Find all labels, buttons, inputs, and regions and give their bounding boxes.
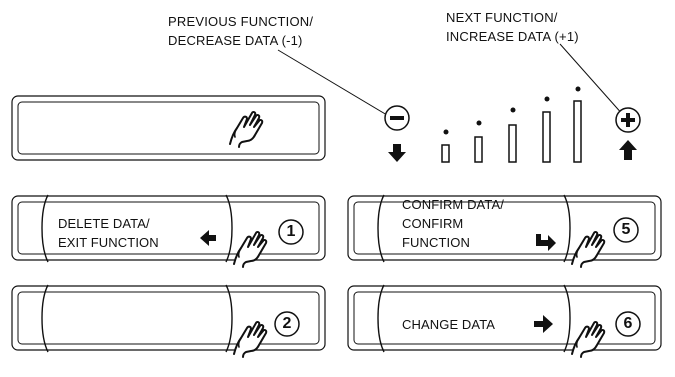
level-bar-5 <box>573 100 582 163</box>
button-6-number: 6 <box>623 315 633 332</box>
level-bar-4 <box>542 111 551 163</box>
button-2-number: 2 <box>282 315 292 332</box>
arrow-right-icon <box>534 315 553 333</box>
level-dot-1 <box>443 129 449 135</box>
arrow-down-icon <box>388 144 406 162</box>
confirm-label: CONFIRM DATA/ CONFIRM FUNCTION <box>402 197 504 250</box>
level-dot-5 <box>575 86 581 92</box>
plus-circle-icon[interactable] <box>615 107 641 133</box>
change-data-label: CHANGE DATA <box>402 317 496 332</box>
button-1-number: 1 <box>286 223 296 240</box>
level-dot-3 <box>510 107 516 113</box>
button-1-number-circle <box>278 219 304 245</box>
display-panel <box>11 95 326 161</box>
button-5-number-circle <box>613 217 639 243</box>
level-bar-2 <box>474 136 483 163</box>
minus-circle-icon[interactable] <box>384 105 410 131</box>
next-function-callout: NEXT FUNCTION/ INCREASE DATA (+1) <box>446 10 579 44</box>
enter-arrow-icon <box>536 234 556 251</box>
previous-function-callout: PREVIOUS FUNCTION/ DECREASE DATA (-1) <box>168 14 314 48</box>
level-bar-1 <box>441 144 450 163</box>
level-bar-3 <box>508 124 517 163</box>
level-dot-4 <box>544 96 550 102</box>
button-5-number: 5 <box>621 221 631 238</box>
level-dot-2 <box>476 120 482 126</box>
arrow-left-icon <box>200 230 216 246</box>
next-leader-line <box>559 43 625 117</box>
arrow-up-icon <box>619 140 637 160</box>
button-2-number-circle <box>274 311 300 337</box>
change-data-button[interactable] <box>347 284 662 353</box>
level-indicator <box>441 86 582 163</box>
delete-exit-label: DELETE DATA/ EXIT FUNCTION <box>58 216 159 250</box>
button-6-number-circle <box>615 311 641 337</box>
previous-leader-line <box>277 49 393 119</box>
